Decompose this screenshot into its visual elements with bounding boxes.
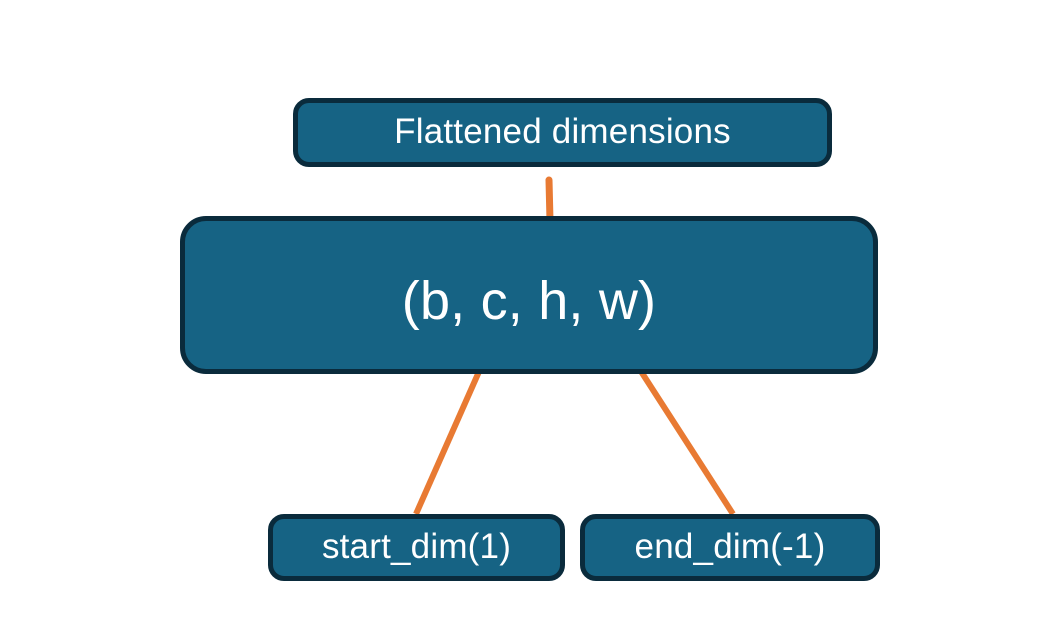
node-tensor-shape: (b, c, h, w): [180, 216, 878, 374]
node-tensor-shape-label: (b, c, h, w): [401, 270, 657, 331]
node-flattened-dimensions: Flattened dimensions: [293, 98, 832, 167]
node-end-dim: end_dim(-1): [580, 514, 880, 581]
node-end-dim-label: end_dim(-1): [634, 527, 826, 567]
node-flattened-dimensions-label: Flattened dimensions: [394, 112, 731, 152]
node-start-dim: start_dim(1): [268, 514, 565, 581]
node-start-dim-label: start_dim(1): [321, 527, 512, 567]
